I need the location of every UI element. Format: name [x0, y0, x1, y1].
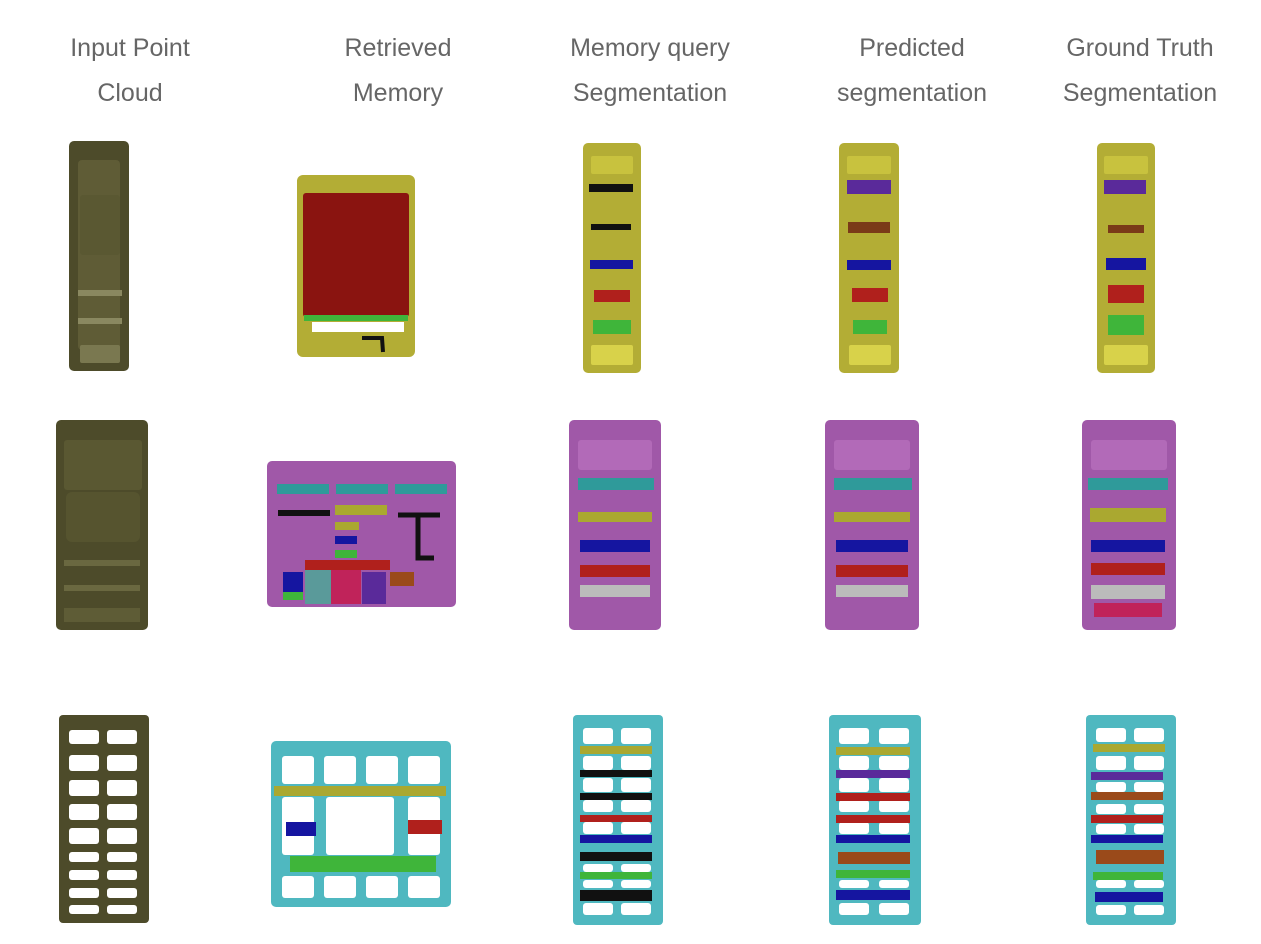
header-line: Memory	[352, 79, 444, 107]
header-input-point-cloud: Input Point Cloud	[10, 26, 250, 116]
row1-retrieved-memory	[297, 175, 415, 357]
row3-ground-truth	[1086, 715, 1176, 925]
header-ground-truth-segmentation: Ground Truth Segmentation	[1020, 26, 1260, 116]
row3-predicted	[829, 715, 921, 925]
row1-predicted	[839, 143, 899, 373]
row2-retrieved-memory	[267, 461, 456, 607]
header-memory-query-segmentation: Memory query Segmentation	[530, 26, 770, 116]
header-line: Memory query	[570, 34, 730, 62]
header-retrieved-memory: Retrieved Memory	[278, 26, 518, 116]
row1-memory-query	[583, 143, 641, 373]
header-predicted-segmentation: Predicted segmentation	[792, 26, 1032, 116]
row1-ground-truth	[1097, 143, 1155, 373]
row2-predicted	[825, 420, 919, 630]
header-line: Input Point	[70, 34, 190, 62]
header-line: Retrieved	[344, 34, 452, 62]
row3-memory-query	[573, 715, 663, 925]
row2-ground-truth	[1082, 420, 1176, 630]
row1-input-shelf	[69, 141, 129, 371]
header-line: Cloud	[97, 79, 163, 107]
row2-input-shelf	[56, 420, 148, 630]
row2-memory-query	[569, 420, 661, 630]
row3-input-shelf	[59, 715, 149, 923]
header-line: Segmentation	[572, 79, 728, 107]
header-line: Ground Truth	[1066, 34, 1214, 62]
row3-retrieved-memory	[271, 741, 451, 907]
header-line: Predicted	[859, 34, 965, 62]
header-line: Segmentation	[1062, 79, 1218, 107]
header-line: segmentation	[836, 79, 988, 107]
